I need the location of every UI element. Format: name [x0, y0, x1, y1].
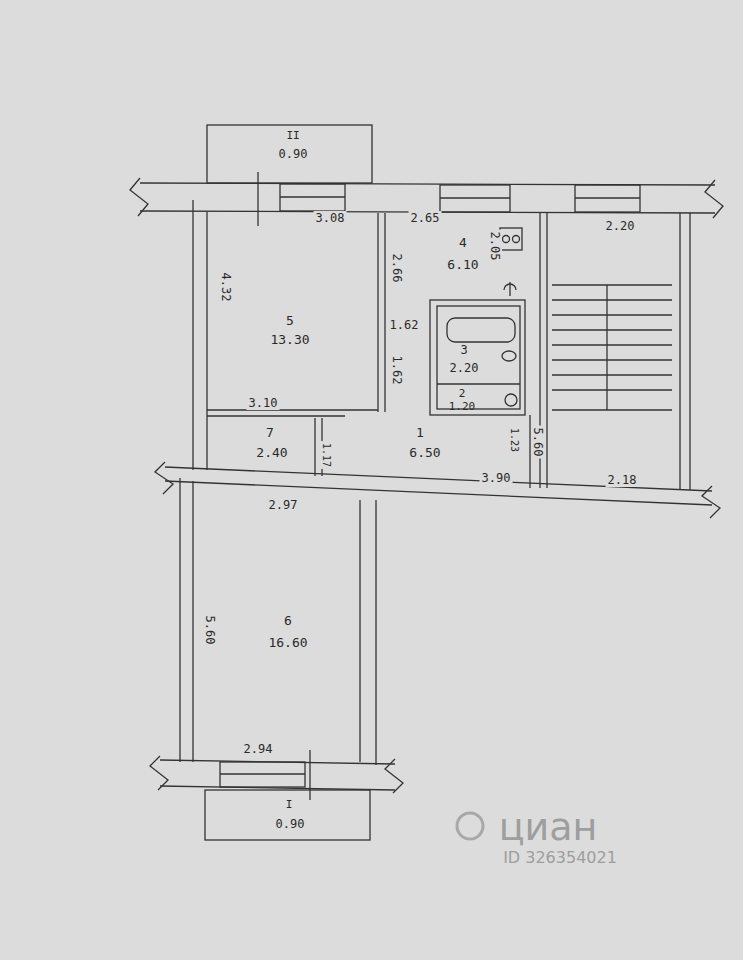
room-label: 2.40: [254, 445, 289, 460]
room-label: 16.60: [266, 635, 309, 650]
room-label: 6: [282, 613, 294, 628]
dimension-label: 1.62: [388, 318, 421, 332]
dimension-label: 2.20: [604, 219, 637, 233]
dimension-label: 2.18: [606, 473, 639, 487]
room-label: 2: [457, 387, 468, 400]
room-label: 5: [284, 313, 296, 328]
dimension-label: 2.66: [390, 252, 404, 285]
watermark: циан: [497, 807, 600, 847]
dimension-label: 2.97: [267, 498, 300, 512]
room-label: 6.50: [407, 445, 442, 460]
room-label: 13.30: [268, 332, 311, 347]
dimension-label: 1.23: [508, 426, 520, 454]
dimension-label: 2.05: [488, 230, 502, 263]
watermark: ID 326354021: [501, 849, 619, 867]
dimension-label: 2.94: [242, 742, 275, 756]
dimension-label: 3.90: [480, 471, 513, 485]
room-label: 1: [414, 425, 426, 440]
room-label: 0.90: [277, 147, 310, 161]
dimension-label: 4.32: [219, 271, 233, 304]
room-label: 1.20: [447, 400, 478, 413]
dimension-label: 5.60: [203, 614, 217, 647]
room-label: 2.20: [448, 361, 481, 375]
dimension-label: 5.60: [531, 426, 545, 459]
dimension-label: 3.10: [247, 396, 280, 410]
room-label: II: [284, 129, 301, 142]
dimension-label: 1.62: [390, 354, 404, 387]
room-label: 0.90: [274, 817, 307, 831]
room-label: 3: [458, 343, 469, 357]
room-label: 6.10: [445, 257, 480, 272]
walls: [130, 125, 723, 840]
room-label: 7: [264, 425, 276, 440]
dimension-label: 2.65: [409, 211, 442, 225]
dimension-label: 1.17: [320, 441, 332, 469]
dimension-label: 3.08: [314, 211, 347, 225]
room-label: 4: [457, 235, 469, 250]
room-label: I: [284, 798, 295, 811]
